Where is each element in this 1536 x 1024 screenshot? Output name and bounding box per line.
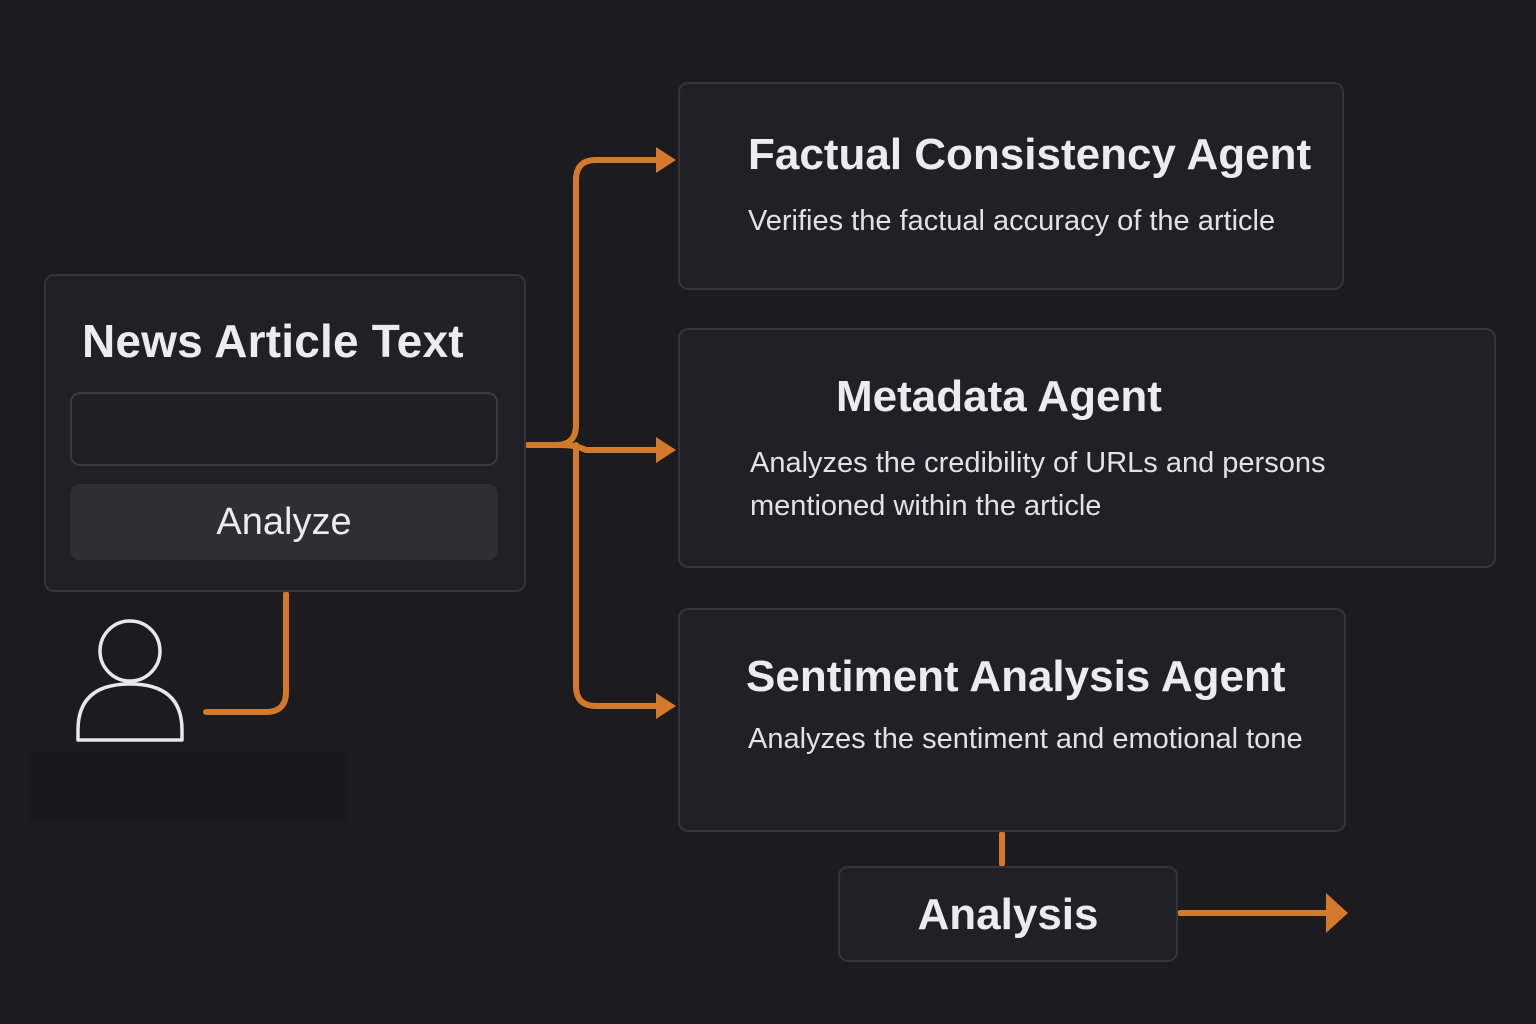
analysis-label: Analysis [917, 890, 1099, 939]
analyze-button[interactable]: Analyze [70, 484, 498, 560]
arrowhead-output [1326, 893, 1348, 933]
connector-input-to-bus [525, 157, 663, 448]
metadata-agent-card: Metadata Agent Analyzes the credibility … [678, 328, 1496, 568]
arrowhead-sentiment [656, 693, 676, 719]
connector-user-to-analyze [203, 591, 289, 715]
input-panel-title: News Article Text [82, 315, 464, 367]
agent-title: Metadata Agent [836, 372, 1162, 421]
analysis-output-box: Analysis [838, 866, 1178, 962]
agent-description: Analyzes the sentiment and emotional ton… [748, 723, 1303, 755]
shadow-strip [28, 752, 348, 822]
agent-description: Verifies the factual accuracy of the art… [748, 205, 1276, 237]
article-text-input[interactable] [70, 392, 498, 466]
arrowhead-factual [656, 147, 676, 173]
sentiment-analysis-agent-card: Sentiment Analysis Agent Analyzes the se… [678, 608, 1346, 832]
arrowhead-metadata [656, 437, 676, 463]
factual-consistency-agent-card: Factual Consistency Agent Verifies the f… [678, 82, 1344, 290]
connector-bus-to-sentiment [573, 442, 663, 709]
news-input-panel: News Article Text Analyze [44, 274, 526, 592]
agent-description: Analyzes the credibility of URLs and per… [750, 447, 1326, 522]
agent-title: Factual Consistency Agent [748, 130, 1312, 179]
user-icon [76, 619, 184, 742]
agent-title: Sentiment Analysis Agent [746, 652, 1286, 701]
connector-bus-to-metadata [525, 442, 663, 453]
